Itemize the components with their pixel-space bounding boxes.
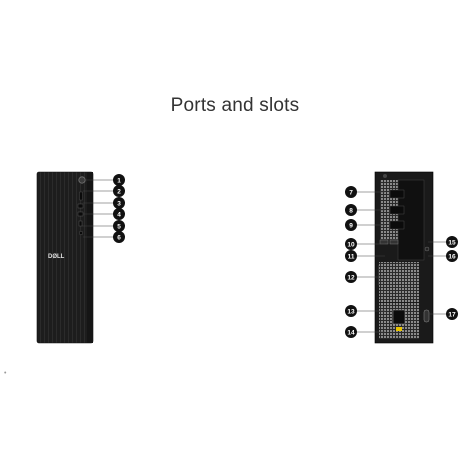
callout-number-11: 11 xyxy=(348,253,355,260)
callout-number-9: 9 xyxy=(349,222,353,229)
callout-badge-1 xyxy=(113,174,125,186)
callout-badge-8 xyxy=(345,204,357,216)
callout-number-5: 5 xyxy=(117,223,121,230)
usb-port-2[interactable] xyxy=(77,211,84,217)
callout-number-4: 4 xyxy=(117,211,121,218)
callout-badge-9 xyxy=(345,219,357,231)
audio-jack[interactable] xyxy=(78,230,83,235)
callout-number-12: 12 xyxy=(347,274,355,281)
callout-badge-7 xyxy=(345,186,357,198)
rear-screw xyxy=(383,174,387,178)
display-port[interactable] xyxy=(379,239,389,245)
expansion-slot-2[interactable] xyxy=(389,205,405,215)
callout-badge-11 xyxy=(345,250,357,262)
callout-number-1: 1 xyxy=(117,177,121,184)
callout-number-13: 13 xyxy=(347,308,355,315)
callout-badge-3 xyxy=(113,197,125,209)
sd-card-slot[interactable] xyxy=(79,191,83,201)
callout-number-2: 2 xyxy=(117,188,121,195)
brand-logo: DØLL xyxy=(48,254,65,260)
hdmi-port[interactable] xyxy=(389,239,399,245)
callout-badge-4 xyxy=(113,208,125,220)
expansion-slot-3[interactable] xyxy=(389,220,405,230)
psu-indicator xyxy=(396,327,402,331)
callout-badge-5 xyxy=(113,220,125,232)
rear-vent-panel xyxy=(379,262,419,302)
callout-badge-15 xyxy=(446,236,458,248)
front-callouts: 1 2 3 4 5 6 xyxy=(82,174,125,243)
callout-number-6: 6 xyxy=(117,234,121,241)
front-edge xyxy=(87,172,93,343)
callout-badge-10 xyxy=(345,238,357,250)
power-button[interactable] xyxy=(78,176,86,184)
callout-badge-14 xyxy=(345,326,357,338)
callout-number-17: 17 xyxy=(448,311,456,318)
callout-badge-12 xyxy=(345,271,357,283)
front-chassis xyxy=(36,171,94,344)
callout-badge-2 xyxy=(113,185,125,197)
callout-number-8: 8 xyxy=(349,207,353,214)
usb-c-port[interactable] xyxy=(78,220,83,227)
callout-number-15: 15 xyxy=(448,239,456,246)
usb-port-1[interactable] xyxy=(77,203,84,209)
callout-badge-16 xyxy=(446,250,458,262)
callout-number-14: 14 xyxy=(347,329,355,336)
rear-callouts-right: 15 16 17 xyxy=(428,236,458,320)
rear-view xyxy=(374,171,434,344)
page-title: Ports and slots xyxy=(170,95,300,116)
callout-number-16: 16 xyxy=(448,253,456,260)
padlock-loop[interactable] xyxy=(423,309,430,323)
expansion-slot-1[interactable] xyxy=(389,189,405,199)
callout-badge-13 xyxy=(345,305,357,317)
front-view: DØLL xyxy=(36,171,94,344)
callout-number-7: 7 xyxy=(349,189,353,196)
kensington-slot[interactable] xyxy=(424,246,430,252)
callout-badge-17 xyxy=(446,308,458,320)
callout-number-10: 10 xyxy=(347,241,355,248)
callout-badge-6 xyxy=(113,231,125,243)
side-note: • xyxy=(4,370,7,377)
power-inlet[interactable] xyxy=(392,309,406,325)
rear-callouts-left: 7 8 9 10 11 12 13 14 xyxy=(345,186,385,338)
callout-number-3: 3 xyxy=(117,200,121,207)
